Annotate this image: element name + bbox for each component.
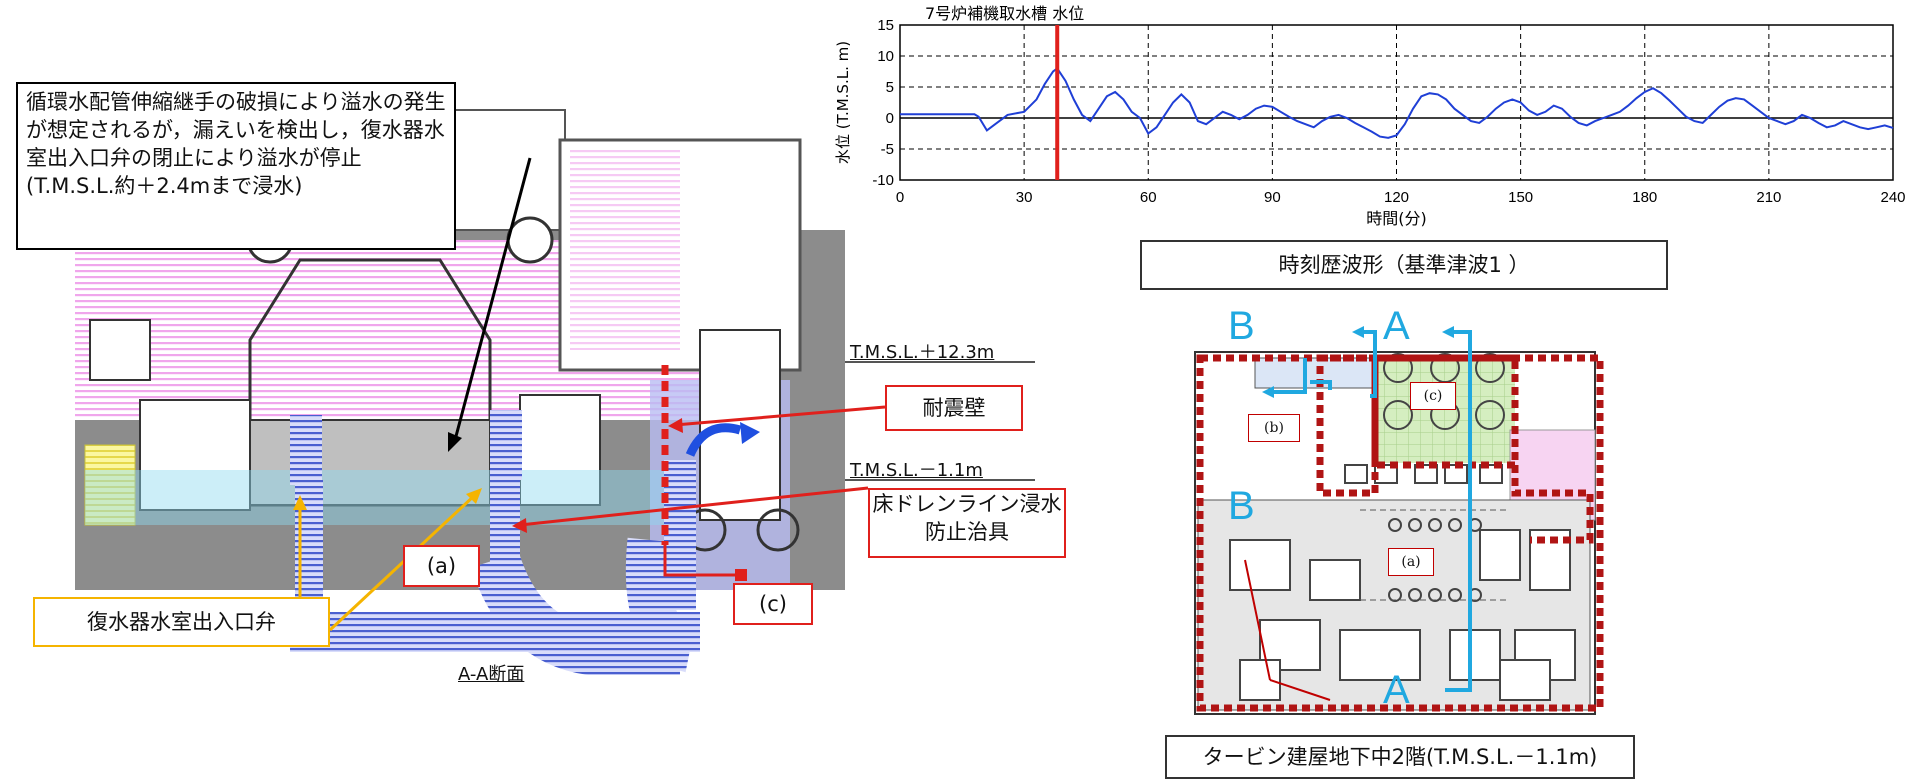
section-letter-a-bottom: A (1383, 668, 1410, 712)
level-upper-label: T.M.S.L.＋12.3m (850, 342, 995, 363)
callout-arrow-main (453, 157, 532, 441)
x-axis-label: 時間(分) (1366, 209, 1427, 228)
x-tick-label: 60 (1140, 189, 1157, 206)
plan-label-c: (c) (1410, 382, 1456, 410)
chart-caption-box: 時刻歴波形（基準津波1 ） (1140, 240, 1668, 290)
drain-line (663, 545, 740, 577)
arrow-valve-right (328, 493, 477, 632)
y-tick-label: 15 (877, 17, 894, 34)
area-outlines (1196, 354, 1604, 712)
x-tick-label: 180 (1632, 189, 1657, 206)
water-level-series-line (900, 66, 1894, 139)
y-axis-label: 水位 (T.M.S.L. m) (834, 41, 852, 164)
x-tick-label: 240 (1880, 189, 1905, 206)
x-tick-label: 210 (1756, 189, 1781, 206)
arrow-seismic-wall (674, 405, 886, 427)
flood-level-band (85, 470, 685, 525)
condenser-valve-callout: 復水器水室出入口弁 (33, 597, 330, 647)
section-name-label: A-A断面 (458, 664, 525, 685)
y-tick-label: -5 (881, 141, 894, 158)
floor-plan (1194, 326, 1604, 715)
x-tick-label: 0 (896, 189, 904, 206)
plan-structure (1194, 351, 1596, 715)
section-arrows (1270, 330, 1472, 692)
seismic-wall-callout: 耐震壁 (885, 385, 1023, 431)
y-tick-label: 10 (877, 48, 894, 65)
section-letter-a-top: A (1383, 304, 1410, 348)
x-tick-label: 90 (1264, 189, 1281, 206)
y-tick-label: 0 (886, 110, 894, 127)
level-lower-label: T.M.S.L.－1.1m (850, 460, 983, 481)
arrow-drain-jig (519, 486, 869, 527)
section-letter-b-bottom: B (1228, 484, 1255, 528)
y-tick-label: -10 (872, 172, 894, 189)
plan-label-a: (a) (1388, 548, 1434, 576)
label-c-box: (c) (733, 583, 813, 625)
circulating-water-pipes (290, 410, 760, 675)
section-drawing (74, 109, 1035, 675)
plot-area (899, 24, 1894, 181)
plan-caption-box: タービン建屋地下中2階(T.M.S.L.－1.1m) (1165, 735, 1635, 779)
section-letter-b-top: B (1228, 304, 1255, 348)
plan-label-b: (b) (1248, 414, 1300, 442)
main-note-callout: 循環水配管伸縮継手の破損により溢水の発生が想定されるが，漏えいを検出し，復水器水… (16, 82, 456, 250)
floor-drain-jig-callout: 床ドレンライン浸水防止治具 (868, 488, 1066, 558)
chart-title: 7号炉補機取水槽 水位 (925, 4, 1084, 23)
x-tick-label: 150 (1508, 189, 1533, 206)
y-tick-label: 5 (886, 79, 894, 96)
x-tick-label: 120 (1384, 189, 1409, 206)
label-a-box: (a) (403, 545, 480, 587)
x-tick-label: 30 (1016, 189, 1033, 206)
building-structure (74, 109, 845, 590)
water-level-chart: 0 30 60 90 120 150 180 210 240 15 10 5 0 -5 -10 7号炉補機取水… (834, 4, 1906, 228)
